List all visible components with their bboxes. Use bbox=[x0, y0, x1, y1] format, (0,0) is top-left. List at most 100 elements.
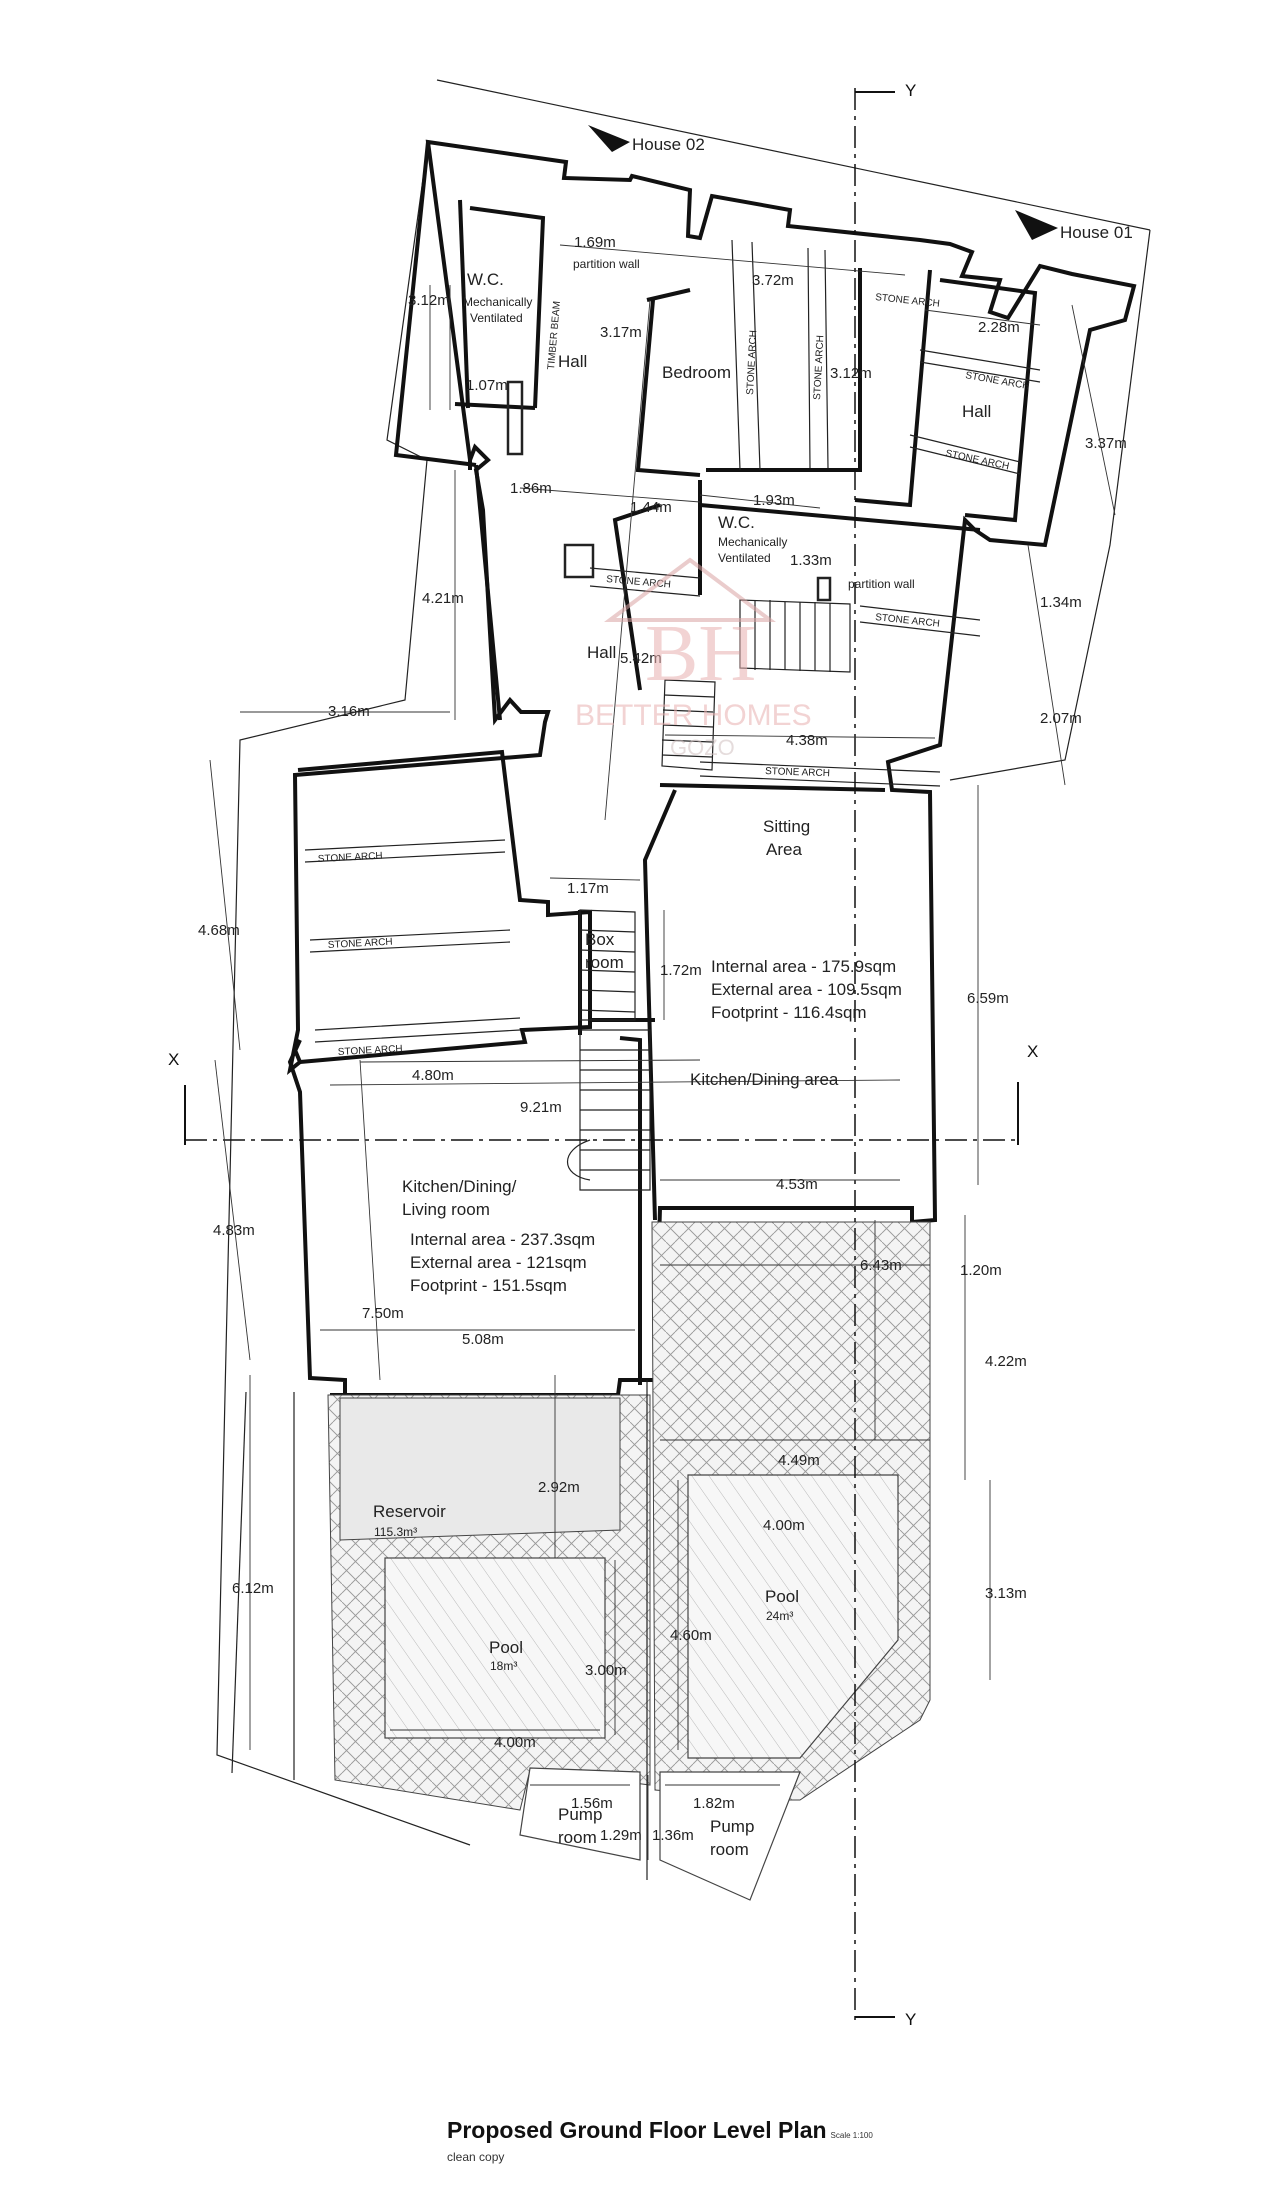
pump-rooms bbox=[519, 1380, 801, 1901]
sitting-area-label-a: Sitting bbox=[763, 817, 810, 836]
piers bbox=[506, 380, 832, 602]
watermark-logo: BH bbox=[645, 610, 756, 698]
dim-1-29: 1.29m bbox=[600, 1827, 642, 1844]
unit-1-external-area: External area - 109.5sqm bbox=[711, 980, 902, 999]
dim-1-34: 1.34m bbox=[1040, 594, 1082, 611]
dim-1-20: 1.20m bbox=[960, 1262, 1002, 1279]
reservoir bbox=[339, 1397, 621, 1541]
house-02-label: House 02 bbox=[632, 135, 705, 154]
dim-2-92: 2.92m bbox=[538, 1479, 580, 1496]
house-01-arrow-icon bbox=[1015, 210, 1058, 240]
dim-9-21: 9.21m bbox=[520, 1099, 562, 1116]
pump-room-1-label-b: room bbox=[558, 1828, 597, 1847]
dim-1-86: 1.86m bbox=[510, 480, 552, 497]
dim-3-37: 3.37m bbox=[1085, 435, 1127, 452]
dim-1-36: 1.36m bbox=[652, 1827, 694, 1844]
unit-2-footprint: Footprint - 151.5sqm bbox=[410, 1276, 567, 1295]
dim-3-17: 3.17m bbox=[600, 324, 642, 341]
plan-scale: Scale 1:100 bbox=[830, 2131, 873, 2140]
dim-3-13: 3.13m bbox=[985, 1585, 1027, 1602]
house-01-label: House 01 bbox=[1060, 223, 1133, 242]
dim-1-44: 1.44m bbox=[630, 499, 672, 516]
axis-label-x-left: X bbox=[168, 1050, 179, 1069]
wc-1-label: W.C. bbox=[467, 270, 504, 289]
dim-4-49: 4.49m bbox=[778, 1452, 820, 1469]
hall-2-label: Hall bbox=[962, 402, 991, 421]
dim-6-59: 6.59m bbox=[967, 990, 1009, 1007]
wc-1-note-b: Ventilated bbox=[470, 311, 523, 325]
site-boundary bbox=[216, 79, 1151, 1846]
axis-label-y-bottom: Y bbox=[905, 2010, 916, 2029]
unit-2-internal-area: Internal area - 237.3sqm bbox=[410, 1230, 595, 1249]
dim-4-60: 4.60m bbox=[670, 1627, 712, 1644]
dim-3-12-wc: 3.12m bbox=[408, 292, 450, 309]
kitchen-dining-living-label-a: Kitchen/Dining/ bbox=[402, 1177, 517, 1196]
partition-wall-note-1: partition wall bbox=[573, 257, 640, 271]
dim-4-53: 4.53m bbox=[776, 1176, 818, 1193]
stone-arch-note-3: STONE ARCH bbox=[765, 766, 830, 779]
dim-4-38: 4.38m bbox=[786, 732, 828, 749]
partition-wall-note-2: partition wall bbox=[848, 577, 915, 591]
dim-1-56: 1.56m bbox=[571, 1795, 613, 1812]
pool-1 bbox=[384, 1557, 606, 1739]
dim-1-69: 1.69m bbox=[574, 234, 616, 251]
unit-1-footprint: Footprint - 116.4sqm bbox=[711, 1003, 867, 1022]
sitting-area-label-b: Area bbox=[766, 840, 802, 859]
unit-2-external-area: External area - 121sqm bbox=[410, 1253, 587, 1272]
dim-5-08: 5.08m bbox=[462, 1331, 504, 1348]
dim-4-00-pool2: 4.00m bbox=[763, 1517, 805, 1534]
dim-5-42: 5.42m bbox=[620, 650, 662, 667]
watermark-sub: GOZO bbox=[670, 735, 735, 760]
kitchen-dining-living-label-b: Living room bbox=[402, 1200, 490, 1219]
dim-4-21: 4.21m bbox=[422, 590, 464, 607]
stone-arch-note-5: STONE ARCH bbox=[328, 937, 393, 951]
pump-room-1-label-a: Pump bbox=[558, 1805, 602, 1824]
pool-1-label: Pool bbox=[489, 1638, 523, 1657]
pool-1-volume: 18m³ bbox=[490, 1659, 517, 1673]
dim-2-28: 2.28m bbox=[978, 319, 1020, 336]
plan-subtitle: clean copy bbox=[447, 2150, 505, 2164]
axis-label-y-top: Y bbox=[905, 81, 916, 100]
dim-2-07: 2.07m bbox=[1040, 710, 1082, 727]
dim-6-12: 6.12m bbox=[232, 1580, 274, 1597]
pump-room-2-label-b: room bbox=[710, 1840, 749, 1859]
dim-1-33: 1.33m bbox=[790, 552, 832, 569]
stone-arch-note-11: STONE ARCH bbox=[875, 292, 941, 310]
dim-1-82: 1.82m bbox=[693, 1795, 735, 1812]
hall-3-label: Hall bbox=[587, 643, 616, 662]
axis-label-x-right: X bbox=[1027, 1042, 1038, 1061]
stone-arch-note-4: STONE ARCH bbox=[318, 851, 383, 865]
stone-arch-note-6: STONE ARCH bbox=[338, 1044, 403, 1058]
stone-arch-note-7: STONE ARCH bbox=[745, 330, 759, 395]
watermark-brand: BETTER HOMES bbox=[575, 699, 812, 732]
wc-1-note-a: Mechanically bbox=[463, 295, 532, 309]
bedroom-label: Bedroom bbox=[662, 363, 731, 382]
dim-4-80: 4.80m bbox=[412, 1067, 454, 1084]
dim-4-68: 4.68m bbox=[198, 922, 240, 939]
box-room-label-b: room bbox=[585, 953, 624, 972]
dim-1-07: 1.07m bbox=[466, 377, 508, 394]
wc-2-note-a: Mechanically bbox=[718, 535, 787, 549]
section-axis-y bbox=[854, 88, 895, 2020]
dim-1-93: 1.93m bbox=[753, 492, 795, 509]
hall-1-label: Hall bbox=[558, 352, 587, 371]
unit-1-internal-area: Internal area - 175.9sqm bbox=[711, 957, 896, 976]
dim-1-17: 1.17m bbox=[567, 880, 609, 897]
dim-7-50: 7.50m bbox=[362, 1305, 404, 1322]
pool-2-volume: 24m³ bbox=[766, 1609, 793, 1623]
section-axis-x bbox=[184, 1082, 1020, 1145]
dim-3-72: 3.72m bbox=[752, 272, 794, 289]
dim-3-16: 3.16m bbox=[328, 703, 370, 720]
stone-arch-lines bbox=[304, 239, 1041, 1043]
stone-arch-note-8: STONE ARCH bbox=[812, 335, 826, 400]
wc-2-label: W.C. bbox=[718, 513, 755, 532]
reservoir-label: Reservoir bbox=[373, 1502, 446, 1521]
dim-3-00: 3.00m bbox=[585, 1662, 627, 1679]
walls bbox=[286, 139, 1137, 1397]
house-02-arrow-icon bbox=[588, 125, 630, 152]
stairs bbox=[566, 599, 851, 1191]
reservoir-volume: 115.3m³ bbox=[374, 1525, 417, 1539]
dim-6-43: 6.43m bbox=[860, 1257, 902, 1274]
